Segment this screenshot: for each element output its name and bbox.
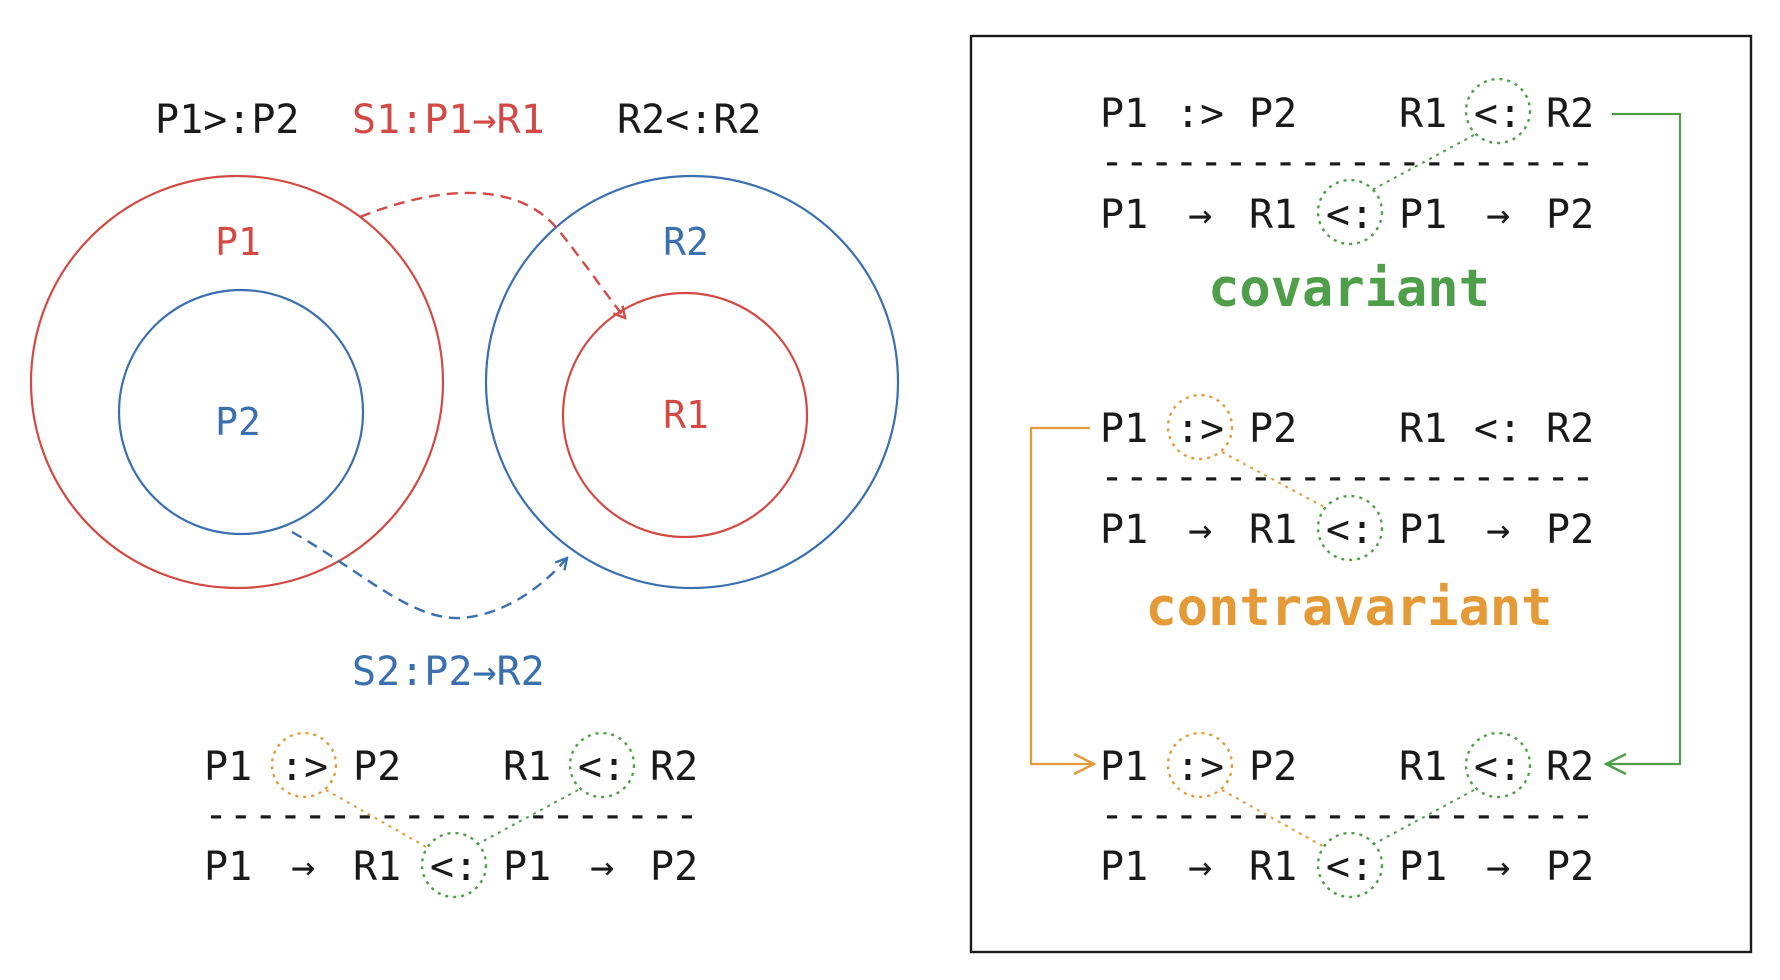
rule-subtype-op: <:: [1474, 91, 1522, 137]
conclusion-p2: P2: [1546, 507, 1594, 553]
rule-p1: P1: [1100, 744, 1148, 790]
conclusion-r1: R1: [353, 844, 401, 890]
rule-p1: P1: [1100, 406, 1148, 452]
rule-r1: R1: [1399, 406, 1447, 452]
conclusion-arrow-1: →: [1188, 192, 1212, 238]
rule-r2: R2: [1546, 406, 1594, 452]
rule-supertype-op: :>: [1176, 406, 1224, 452]
combined-variance-rule: P1 :> P2 R1 <: R2 -------------------- P…: [1100, 731, 1595, 899]
conclusion-subtype-op: <:: [1326, 192, 1374, 238]
rule-supertype-op: :>: [1176, 91, 1224, 137]
r1-set-circle: [561, 291, 809, 539]
green-highlight-circle: [1316, 494, 1384, 562]
rule-r2: R2: [650, 744, 698, 790]
orange-highlight-circle: [1166, 731, 1234, 799]
conclusion-subtype-op: <:: [1326, 507, 1374, 553]
rule-p1: P1: [1100, 91, 1148, 137]
covariant-rule: P1 :> P2 R1 <: R2 -------------------- P…: [1100, 77, 1595, 246]
conclusion-p2: P2: [1546, 844, 1594, 890]
conclusion-p1-second: P1: [1399, 844, 1447, 890]
conclusion-p2: P2: [1546, 192, 1594, 238]
variance-panel-frame: [969, 34, 1753, 954]
rule-subtype-op: <:: [578, 744, 626, 790]
conclusion-arrow-1: →: [291, 844, 315, 890]
conclusion-p1-second: P1: [503, 844, 551, 890]
conclusion-p2: P2: [650, 844, 698, 890]
rule-supertype-op: :>: [1176, 744, 1224, 790]
green-highlight-circle: [1464, 77, 1532, 145]
rule-subtype-op: <:: [1474, 744, 1522, 790]
p-subtype-relation: P1>:P2: [155, 97, 300, 143]
rule-p2: P2: [353, 744, 401, 790]
rule-r1: R1: [1399, 91, 1447, 137]
conclusion-arrow-2: →: [1486, 192, 1510, 238]
rule-r1: R1: [503, 744, 551, 790]
conclusion-p1: P1: [1100, 844, 1148, 890]
green-highlight-circle: [1316, 178, 1384, 246]
green-link-line: [1371, 789, 1475, 846]
s1-mapping-arrow: [359, 191, 625, 318]
rule-inference-bar: --------------------: [1100, 792, 1594, 838]
rule-supertype-op: :>: [280, 744, 328, 790]
conclusion-p1: P1: [204, 844, 252, 890]
rule-r1: R1: [1399, 744, 1447, 790]
conclusion-arrow-2: →: [590, 844, 614, 890]
rule-p2: P2: [1249, 406, 1297, 452]
rule-subtype-op: <:: [1474, 406, 1522, 452]
contravariant-rule: P1 :> P2 R1 <: R2 -------------------- P…: [1100, 393, 1595, 562]
green-link-line: [1371, 134, 1475, 191]
p1-set-label: P1: [215, 220, 261, 264]
contravariant-connector-arrow: [1029, 426, 1097, 776]
s2-function-label: S2:P2→R2: [352, 649, 545, 695]
conclusion-arrow-2: →: [1486, 844, 1510, 890]
rule-p1: P1: [204, 744, 252, 790]
s2-mapping-arrow: [291, 530, 567, 620]
rule-r2: R2: [1546, 744, 1594, 790]
conclusion-p1-second: P1: [1399, 507, 1447, 553]
p2-set-label: P2: [215, 400, 261, 444]
r2-set-label: R2: [663, 220, 709, 264]
r-subtype-relation: R2<:R2: [617, 97, 762, 143]
rule-inference-bar: --------------------: [204, 792, 698, 838]
rule-inference-bar: --------------------: [1100, 454, 1594, 500]
green-highlight-circle: [420, 831, 488, 899]
conclusion-r1: R1: [1249, 844, 1297, 890]
orange-link-line: [1221, 451, 1327, 509]
conclusion-p1: P1: [1100, 507, 1148, 553]
green-highlight-circle: [1316, 831, 1384, 899]
rule-r2: R2: [1546, 91, 1594, 137]
conclusion-p1: P1: [1100, 192, 1148, 238]
left-variance-rule: P1 :> P2 R1 <: R2 -------------------- P…: [204, 731, 699, 899]
green-highlight-circle: [1464, 731, 1532, 799]
rule-p2: P2: [1249, 91, 1297, 137]
conclusion-arrow-1: →: [1188, 507, 1212, 553]
s1-function-label: S1:P1→R1: [352, 97, 545, 143]
conclusion-arrow-1: →: [1188, 844, 1212, 890]
contravariant-label: contravariant: [1146, 578, 1553, 638]
conclusion-p1-second: P1: [1399, 192, 1447, 238]
p1-set-circle: [29, 174, 445, 590]
r1-set-label: R1: [663, 393, 709, 437]
conclusion-r1: R1: [1249, 192, 1297, 238]
conclusion-subtype-op: <:: [430, 844, 478, 890]
conclusion-arrow-2: →: [1486, 507, 1510, 553]
covariant-label: covariant: [1208, 259, 1490, 319]
r2-set-circle: [484, 174, 900, 590]
orange-link-line: [325, 789, 429, 849]
conclusion-subtype-op: <:: [1326, 844, 1374, 890]
covariant-connector-arrow: [1603, 112, 1682, 776]
green-link-line: [475, 789, 579, 846]
p2-set-circle: [117, 288, 365, 536]
orange-highlight-circle: [270, 731, 338, 799]
rule-p2: P2: [1249, 744, 1297, 790]
rule-inference-bar: --------------------: [1100, 139, 1594, 185]
green-highlight-circle: [568, 731, 636, 799]
orange-highlight-circle: [1166, 393, 1234, 461]
conclusion-r1: R1: [1249, 507, 1297, 553]
